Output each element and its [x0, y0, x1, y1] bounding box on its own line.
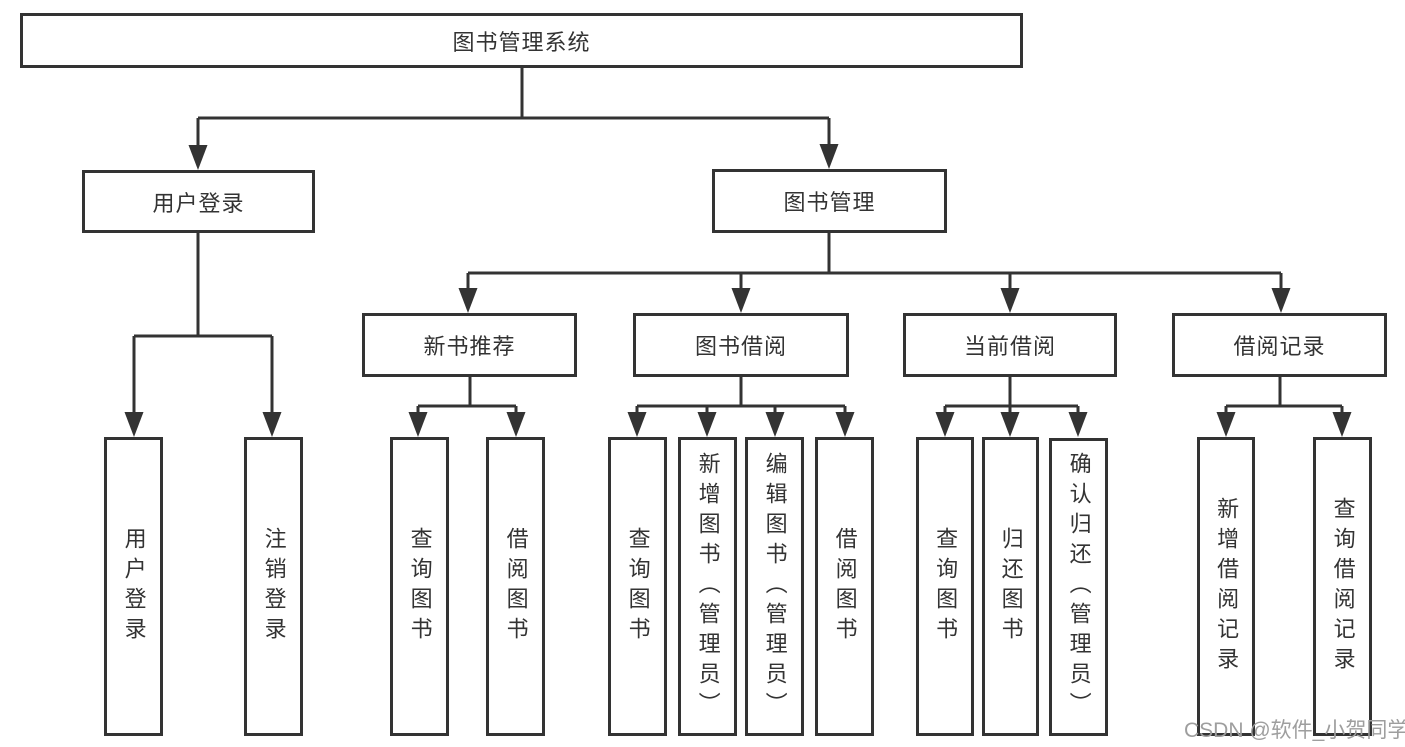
node-label: 新书推荐	[423, 334, 516, 359]
node-leaf-user-login: 用户登录	[104, 437, 163, 736]
node-user-login: 用户登录	[82, 170, 315, 233]
arrow-icon	[408, 412, 428, 437]
node-leaf-query-borrow-record: 查询借阅记录	[1313, 437, 1372, 736]
node-label: 用户登录	[152, 190, 245, 216]
arrow-icon	[1332, 412, 1352, 437]
node-current-borrowing: 当前借阅	[903, 313, 1117, 377]
arrow-icon	[935, 412, 955, 437]
arrow-icon	[835, 412, 855, 437]
node-leaf-query-books-1: 查询图书	[390, 437, 449, 736]
arrow-icon	[458, 288, 478, 313]
node-label: 注销登录	[261, 526, 287, 647]
node-label: 确认归还（管理员）	[1066, 452, 1092, 722]
node-label: 查询图书	[625, 526, 651, 647]
node-label: 归还图书	[998, 526, 1024, 647]
node-leaf-query-books-3: 查询图书	[916, 437, 974, 736]
arrow-icon	[506, 412, 526, 437]
arrow-icon	[124, 412, 144, 437]
arrowheads	[124, 144, 1352, 437]
node-label: 图书借阅	[694, 334, 787, 359]
node-leaf-confirm-return-admin: 确认归还（管理员）	[1049, 438, 1108, 736]
node-label: 图书管理	[783, 190, 876, 215]
arrow-icon	[697, 412, 717, 437]
node-label: 查询借阅记录	[1330, 496, 1356, 677]
arrow-icon	[188, 145, 208, 170]
node-borrowing-records: 借阅记录	[1172, 313, 1387, 377]
node-leaf-return-books: 归还图书	[982, 437, 1039, 736]
node-label: 借阅图书	[832, 526, 858, 647]
node-label: 借阅图书	[503, 526, 529, 647]
node-label: 用户登录	[121, 526, 147, 647]
node-label: 查询图书	[933, 526, 959, 647]
node-book-management: 图书管理	[712, 169, 947, 233]
node-leaf-borrow-books-1: 借阅图书	[486, 437, 545, 736]
node-label: 查询图书	[407, 526, 433, 647]
arrow-icon	[1271, 288, 1291, 313]
node-leaf-add-books-admin: 新增图书（管理员）	[678, 437, 737, 736]
arrow-icon	[731, 288, 751, 313]
node-leaf-logout: 注销登录	[244, 437, 303, 736]
node-library-management-system: 图书管理系统	[20, 13, 1023, 68]
node-label: 当前借阅	[963, 334, 1056, 359]
node-leaf-query-books-2: 查询图书	[608, 437, 667, 736]
arrow-icon	[1216, 412, 1236, 437]
node-leaf-borrow-books-2: 借阅图书	[815, 437, 874, 736]
node-leaf-add-borrow-record: 新增借阅记录	[1197, 437, 1255, 736]
arrow-icon	[262, 412, 282, 437]
node-label: 图书管理系统	[452, 29, 591, 55]
node-label: 编辑图书（管理员）	[762, 451, 788, 722]
node-leaf-edit-books-admin: 编辑图书（管理员）	[745, 437, 804, 736]
arrow-icon	[1000, 412, 1020, 437]
connector-edges	[132, 68, 1344, 414]
node-label: 新增图书（管理员）	[695, 451, 721, 722]
arrow-icon	[819, 144, 839, 169]
node-label: 借阅记录	[1233, 334, 1326, 359]
node-book-borrowing: 图书借阅	[633, 313, 849, 377]
arrow-icon	[1000, 288, 1020, 313]
node-new-book-recommend: 新书推荐	[362, 313, 577, 377]
arrow-icon	[1068, 412, 1088, 437]
arrow-icon	[765, 412, 785, 437]
csdn-watermark: CSDN @软件_小贺同学	[1184, 719, 1405, 742]
node-label: 新增借阅记录	[1214, 496, 1240, 677]
arrow-icon	[627, 412, 647, 437]
